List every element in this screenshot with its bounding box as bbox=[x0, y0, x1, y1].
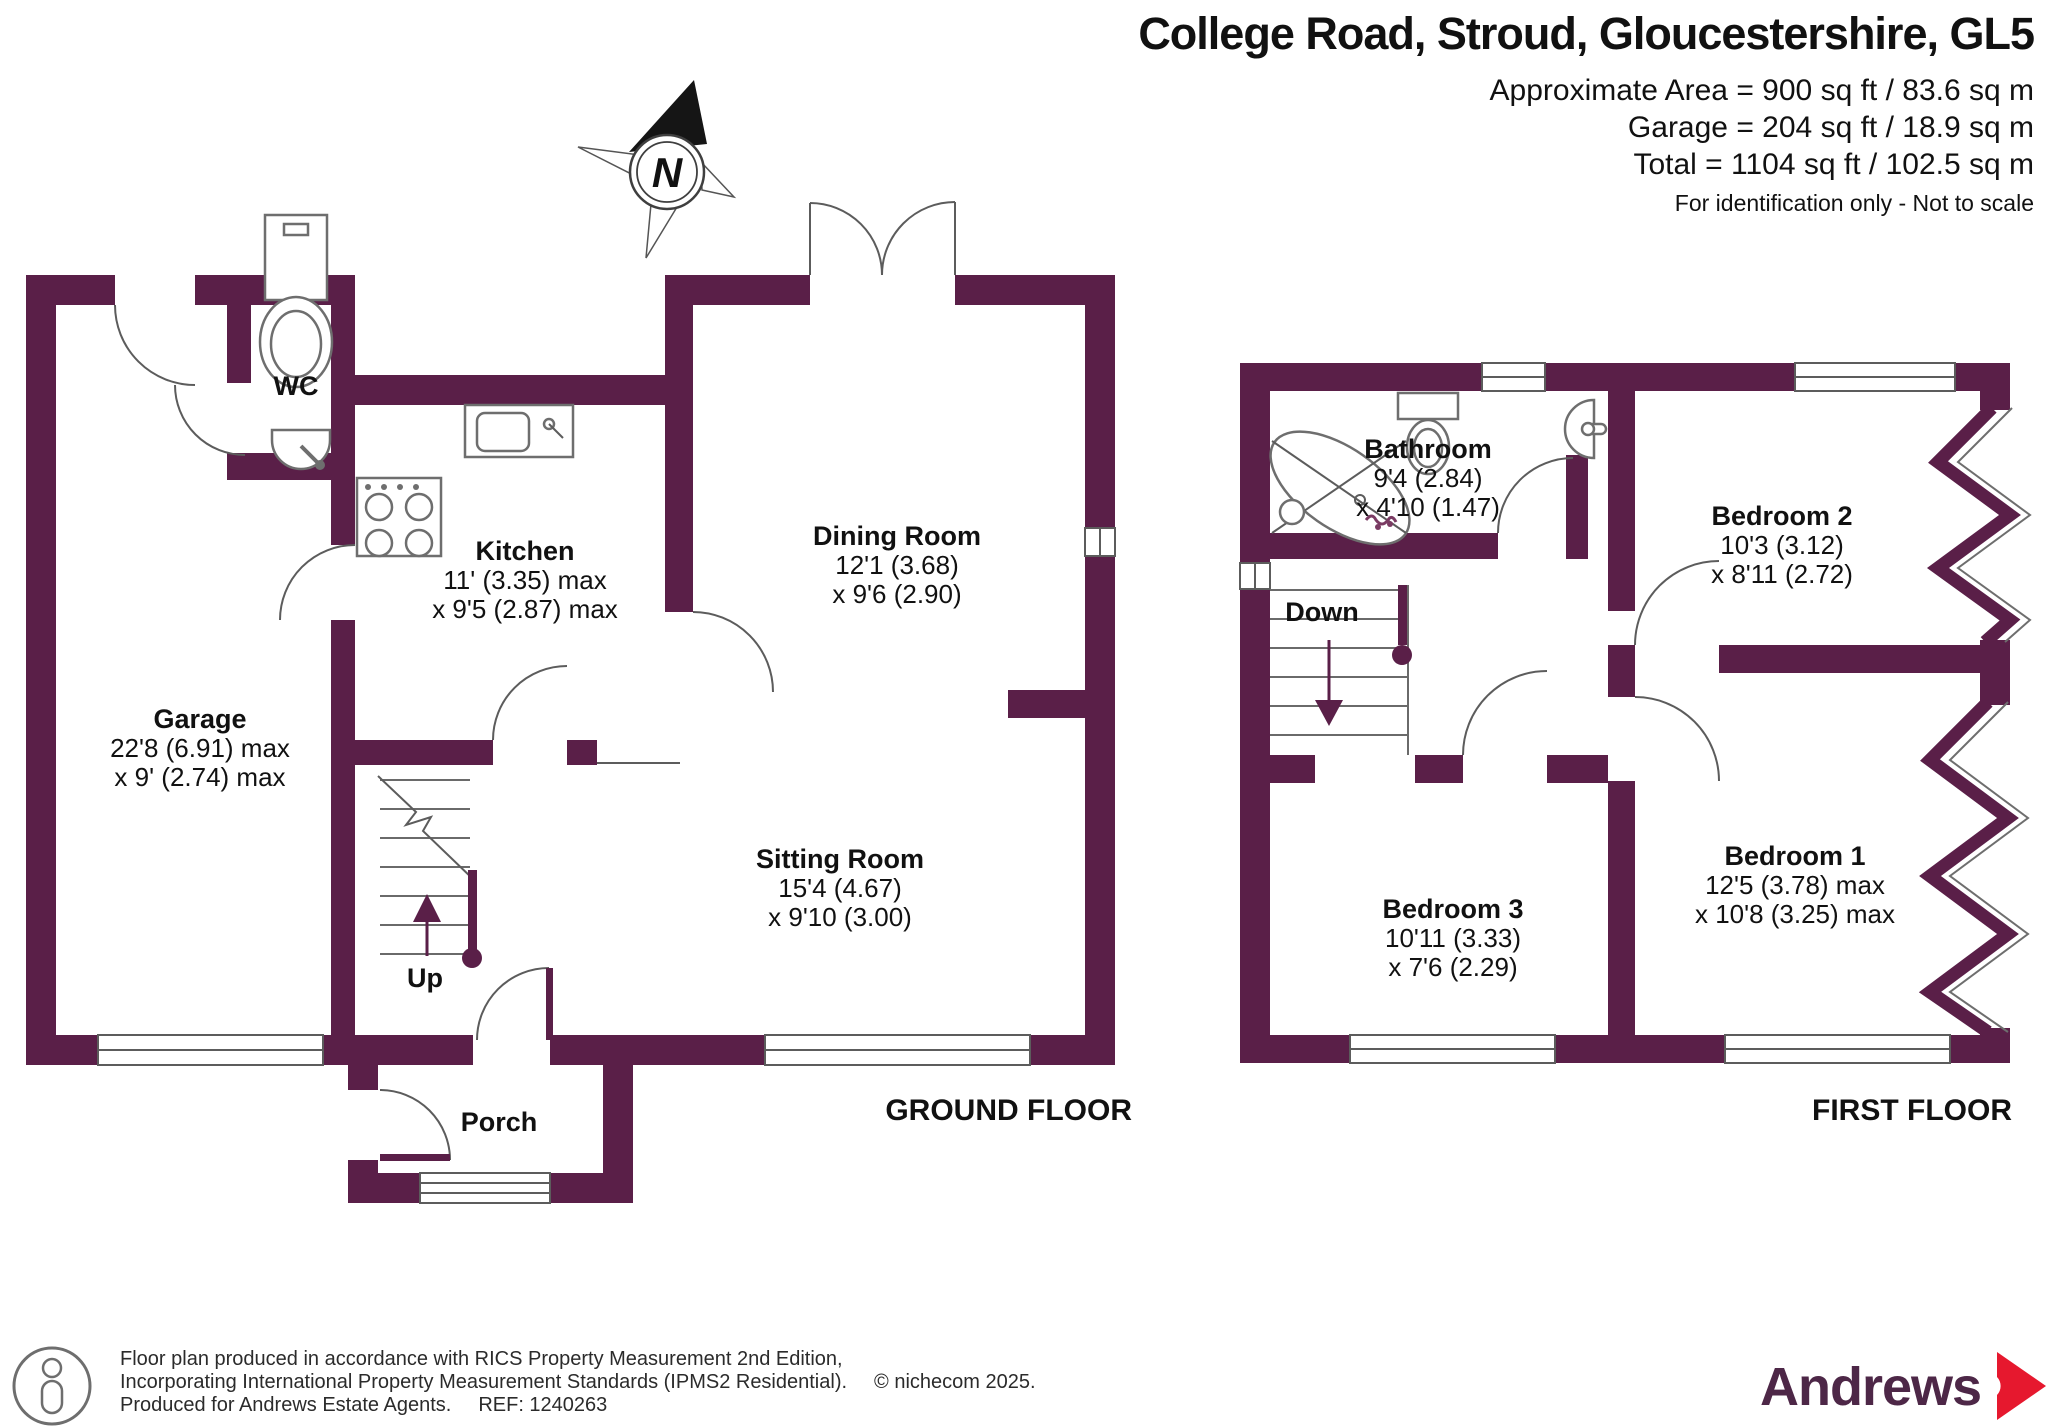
first-floor-title: FIRST FLOOR bbox=[1812, 1094, 2012, 1127]
toilet-icon bbox=[258, 213, 334, 389]
page-title: College Road, Stroud, Gloucestershire, G… bbox=[1138, 8, 2035, 59]
up-arrow-icon bbox=[413, 894, 441, 956]
toilet-icon bbox=[1396, 391, 1460, 476]
reference-number: REF: 1240263 bbox=[478, 1394, 608, 1416]
room-label-bathroom: Bathroom 9'4 (2.84) x 4'10 (1.47) bbox=[1356, 434, 1500, 522]
room-label-bedroom-2: Bedroom 2 10'3 (3.12) x 8'11 (2.72) bbox=[1711, 501, 1853, 589]
person-icon bbox=[12, 1346, 92, 1426]
room-label-dining-room: Dining Room 12'1 (3.68) x 9'6 (2.90) bbox=[813, 521, 981, 609]
compass-rose-icon: N bbox=[577, 80, 737, 259]
kitchen-sink-icon bbox=[463, 403, 575, 459]
ground-floor-windows bbox=[97, 527, 1116, 1204]
first-floor-plan bbox=[1239, 362, 2032, 1064]
first-floor-windows bbox=[1239, 362, 1956, 1064]
stairs-down-label: Down bbox=[1285, 597, 1359, 627]
ground-floor-title: GROUND FLOOR bbox=[885, 1094, 1132, 1127]
area-summary: Approximate Area = 900 sq ft / 83.6 sq m… bbox=[1138, 72, 2034, 183]
ground-floor-fixtures bbox=[258, 213, 575, 558]
compass-north-label: N bbox=[652, 149, 684, 196]
room-label-sitting-room: Sitting Room 15'4 (4.67) x 9'10 (3.00) bbox=[756, 844, 924, 932]
hob-icon bbox=[355, 476, 443, 558]
bathtub-icon bbox=[1269, 430, 1411, 546]
brand-arrow-icon bbox=[1997, 1352, 2046, 1420]
ground-floor-doors bbox=[114, 201, 956, 1161]
room-label-bedroom-3: Bedroom 3 10'11 (3.33) x 7'6 (2.29) bbox=[1382, 894, 1524, 982]
wc-basin-icon bbox=[270, 428, 332, 471]
ground-floor-stairs bbox=[377, 775, 482, 968]
footer-standards-text: Incorporating International Property Mea… bbox=[120, 1371, 848, 1393]
footer-line-2: Incorporating International Property Mea… bbox=[120, 1371, 1036, 1394]
room-label-porch: Porch bbox=[460, 1107, 538, 1137]
header: College Road, Stroud, Gloucestershire, G… bbox=[1138, 8, 2035, 217]
down-arrow-icon bbox=[1315, 640, 1343, 726]
copyright-text: © nichecom 2025. bbox=[874, 1371, 1036, 1393]
room-label-wc: WC bbox=[273, 371, 319, 401]
first-floor-stairs bbox=[1270, 585, 1412, 755]
first-floor-doors bbox=[1462, 457, 1720, 782]
garage-area: Garage = 204 sq ft / 18.9 sq m bbox=[1627, 111, 2034, 144]
room-label-bedroom-1: Bedroom 1 12'5 (3.78) max x 10'8 (3.25) … bbox=[1694, 841, 1896, 929]
first-floor-fixtures bbox=[1269, 391, 1608, 546]
approximate-area: Approximate Area = 900 sq ft / 83.6 sq m bbox=[1489, 74, 2034, 107]
total-area: Total = 1104 sq ft / 102.5 sq m bbox=[1633, 148, 2034, 181]
footer-line-3: Produced for Andrews Estate Agents. REF: … bbox=[120, 1394, 1036, 1417]
disclaimer: For identification only - Not to scale bbox=[1674, 190, 2034, 216]
ground-floor-plan bbox=[26, 201, 1116, 1204]
stairs-up-label: Up bbox=[407, 963, 443, 993]
room-label-garage: Garage 22'8 (6.91) max x 9' (2.74) max bbox=[110, 704, 290, 792]
footer-produced-text: Produced for Andrews Estate Agents. bbox=[120, 1394, 452, 1416]
bathroom-basin-icon bbox=[1563, 398, 1608, 460]
brand-logo-text: Andrews bbox=[1760, 1357, 1982, 1417]
footer-line-1: Floor plan produced in accordance with R… bbox=[120, 1348, 843, 1370]
room-label-kitchen: Kitchen 11' (3.35) max x 9'5 (2.87) max bbox=[432, 536, 618, 624]
footer: Floor plan produced in accordance with R… bbox=[120, 1348, 1036, 1417]
first-floor-zigzag-windows bbox=[1918, 403, 2032, 1038]
